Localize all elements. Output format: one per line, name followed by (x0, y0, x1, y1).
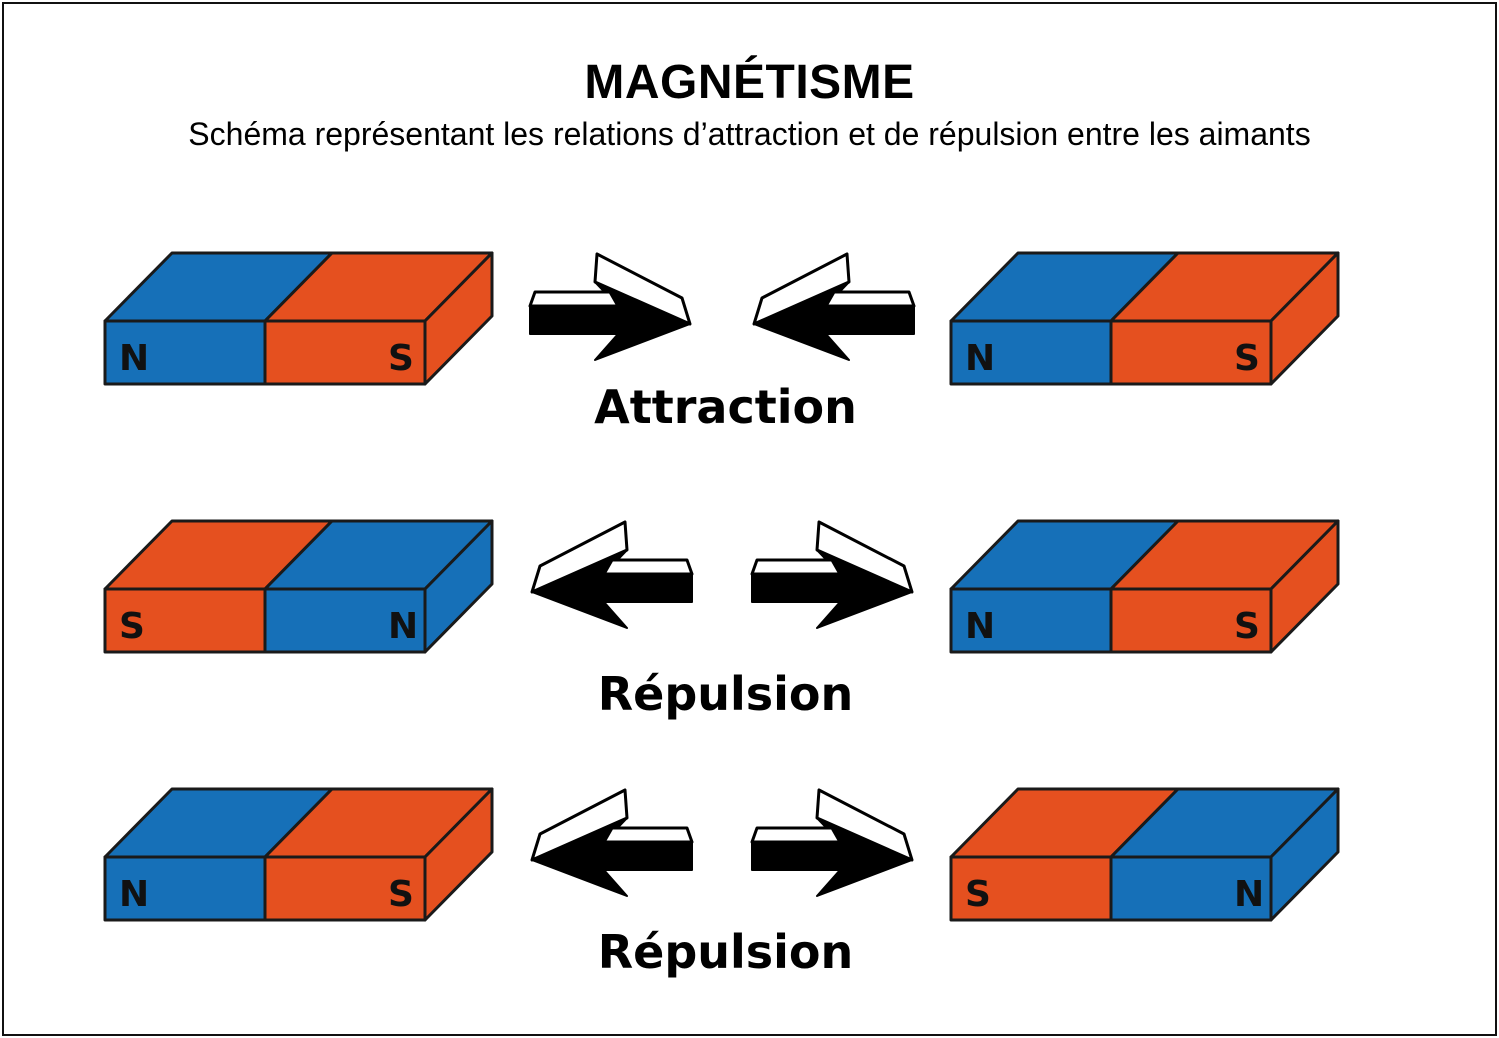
diagram-title: MAGNÉTISME (584, 56, 915, 109)
arrow-left-row-2 (530, 520, 694, 629)
magnet-front-right-half (263, 855, 427, 922)
arrow-body (751, 817, 913, 897)
pole-label-left: S (119, 606, 145, 647)
arrow-right-row-1 (528, 252, 692, 361)
arrow-head-face (752, 252, 851, 326)
arrow-left-row-3 (530, 788, 694, 897)
arrow-head-face (530, 788, 629, 862)
pole-label-right: S (1234, 338, 1260, 379)
arrow-body (753, 281, 915, 361)
pole-label-left: S (965, 874, 991, 915)
arrow-head-face (593, 252, 692, 326)
magnet-front-left-half (949, 587, 1113, 654)
arrow-shaft-face (824, 290, 916, 308)
arrow-head-face (815, 520, 914, 594)
pole-label-right: S (388, 338, 414, 379)
pole-label-left: N (119, 338, 149, 379)
magnet-front-right-half (1109, 319, 1273, 386)
arrow-body (531, 549, 693, 629)
row-label-attraction: Attraction (594, 380, 857, 434)
row-label-repulsion-2: Répulsion (597, 925, 854, 979)
magnet-front-right-half (263, 587, 427, 654)
pole-label-left: N (965, 338, 995, 379)
arrow-shaft-face (750, 826, 842, 844)
magnet-front-right-half (1109, 855, 1273, 922)
magnet-front-left-half (949, 319, 1113, 386)
arrow-shaft-face (750, 558, 842, 576)
arrow-body (751, 549, 913, 629)
arrow-shaft-face (602, 558, 694, 576)
pole-label-right: S (1234, 606, 1260, 647)
pole-label-right: S (388, 874, 414, 915)
arrow-head-face (815, 788, 914, 862)
magnet-front-right-half (1109, 587, 1273, 654)
arrow-right-row-2 (750, 520, 914, 629)
arrow-body (531, 817, 693, 897)
arrow-shaft-face (528, 290, 620, 308)
magnet-front-left-half (949, 855, 1113, 922)
arrow-body (529, 281, 691, 361)
magnet-front-right-half (263, 319, 427, 386)
arrow-shaft-face (602, 826, 694, 844)
arrow-left-row-1 (752, 252, 916, 361)
pole-label-right: N (1234, 874, 1264, 915)
row-label-repulsion-1: Répulsion (597, 667, 854, 721)
diagram-subtitle: Schéma représentant les relations d’attr… (188, 116, 1311, 152)
pole-label-right: N (388, 606, 418, 647)
arrow-right-row-3 (750, 788, 914, 897)
pole-label-left: N (965, 606, 995, 647)
pole-label-left: N (119, 874, 149, 915)
magnet-front-left-half (103, 855, 267, 922)
arrow-head-face (530, 520, 629, 594)
magnet-front-left-half (103, 587, 267, 654)
